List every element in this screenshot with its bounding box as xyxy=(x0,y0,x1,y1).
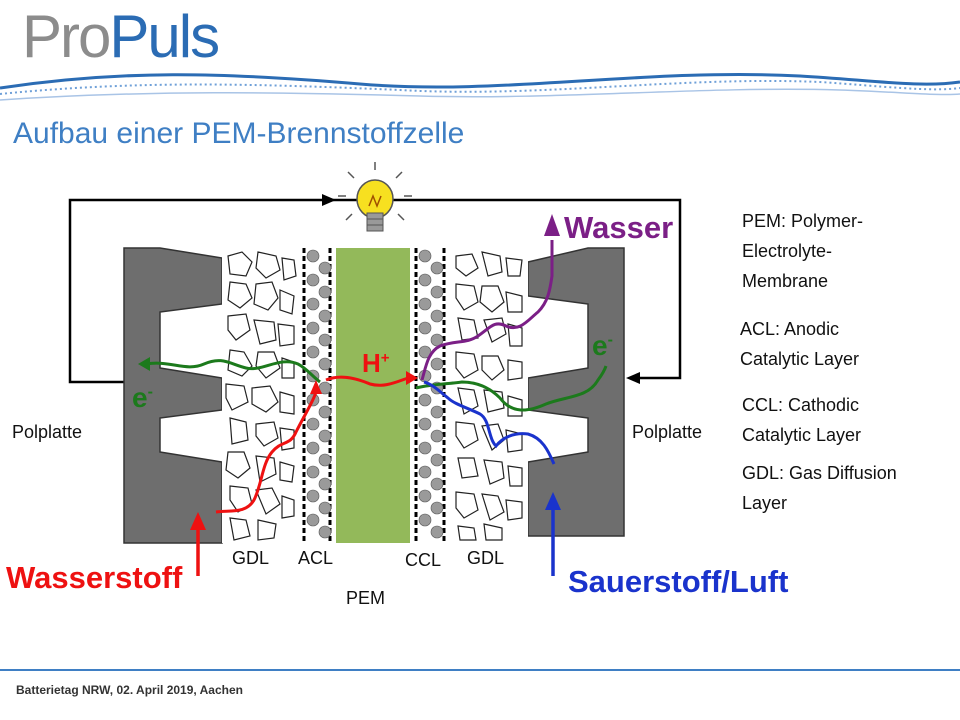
oxygen-inlet-arrow xyxy=(545,492,561,510)
proton-arrow xyxy=(406,371,418,385)
label-wasserstoff: Wasserstoff xyxy=(6,560,183,595)
footer-text: Batterietag NRW, 02. April 2019, Aachen xyxy=(16,683,243,697)
proton-path xyxy=(325,375,409,387)
label-electron-right: e- xyxy=(592,330,613,361)
label-ccl: CCL xyxy=(405,550,442,570)
water-path xyxy=(420,240,554,381)
propuls-logo: ProPuls xyxy=(22,3,220,70)
legend-pem: PEM: Polymer-Electrolyte-Membrane xyxy=(742,211,864,291)
label-gdl-left: GDL xyxy=(232,548,270,568)
legend-gdl: GDL: Gas Diffusion Layer xyxy=(742,463,897,513)
label-gdl-right: GDL xyxy=(467,548,505,568)
legend-acl: ACL: Anodic Catalytic Layer xyxy=(740,319,860,369)
electron-path-right xyxy=(415,365,608,412)
gdl-left-layer xyxy=(222,248,298,543)
acl-layer xyxy=(298,248,336,543)
legend-ccl: CCL: Cathodic Catalytic Layer xyxy=(742,395,862,445)
label-proton: H+ xyxy=(362,348,390,378)
gdl-right-layer xyxy=(450,248,528,543)
footer-divider xyxy=(0,669,960,671)
circuit-arrow-top xyxy=(322,194,336,206)
hydrogen-arrow-up xyxy=(310,380,322,394)
hydrogen-path xyxy=(215,391,318,514)
label-polplatte-right: Polplatte xyxy=(632,422,703,442)
wave-decoration xyxy=(0,73,960,101)
circuit-arrow-right xyxy=(626,372,640,384)
electron-path-left xyxy=(145,359,321,384)
oxygen-path xyxy=(423,380,556,465)
light-bulb-icon xyxy=(338,162,412,232)
page-title: Aufbau einer PEM-Brennstoffzelle xyxy=(13,117,465,150)
electron-arrow-left xyxy=(138,357,150,371)
label-sauerstoff-luft: Sauerstoff/Luft xyxy=(568,564,789,599)
pem-membrane xyxy=(336,248,410,543)
label-electron-left: e- xyxy=(132,382,153,413)
label-polplatte-left: Polplatte xyxy=(12,422,83,442)
label-wasser: Wasser xyxy=(564,210,674,245)
water-arrow-up xyxy=(544,214,560,236)
polplatte-right xyxy=(527,247,625,537)
label-acl: ACL xyxy=(298,548,334,568)
hydrogen-inlet-arrow xyxy=(190,512,206,530)
label-pem: PEM xyxy=(346,588,386,608)
